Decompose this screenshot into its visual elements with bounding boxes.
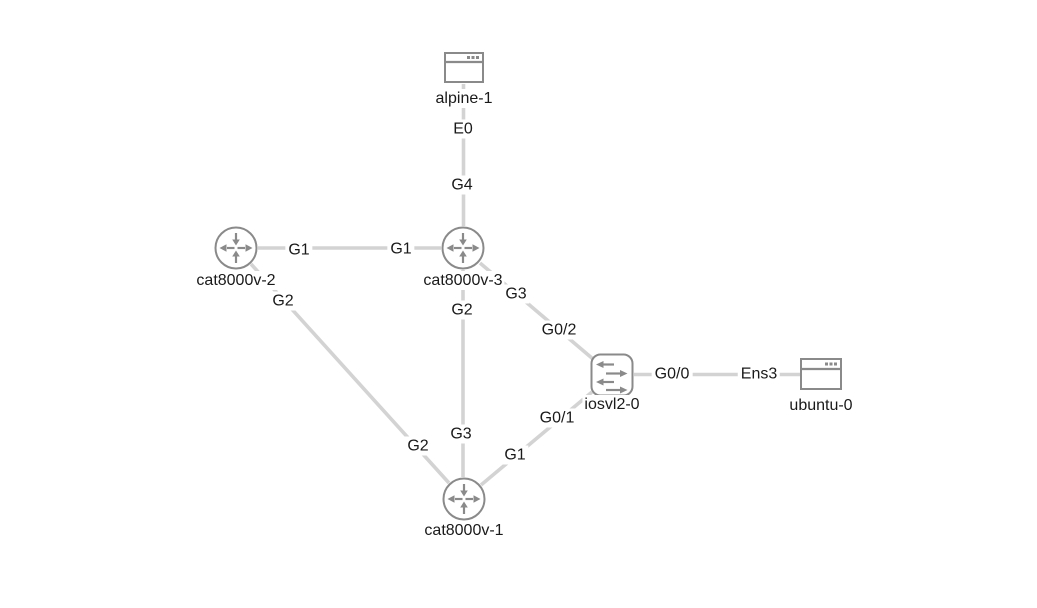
router-icon [441, 226, 485, 270]
node-label-alpine-1: alpine-1 [433, 89, 495, 108]
node-label-iosvl2-0: iosvl2-0 [582, 395, 642, 414]
node-cat8000v-1[interactable]: cat8000v-1 [422, 477, 506, 540]
iface-label-iosvl2-0-G0-1[interactable]: G0/1 [536, 408, 578, 428]
iface-label-alpine-1-E0[interactable]: E0 [450, 119, 476, 139]
iface-label-iosvl2-0-G0-0[interactable]: G0/0 [651, 364, 693, 384]
iface-label-cat8000v-3-G2[interactable]: G2 [448, 300, 476, 320]
router-icon [214, 226, 258, 270]
iface-label-cat8000v-1-G1[interactable]: G1 [501, 445, 529, 465]
iface-label-cat8000v-3-G4[interactable]: G4 [448, 175, 476, 195]
iface-label-cat8000v-2-G1[interactable]: G1 [285, 240, 313, 260]
host-window-icon [444, 52, 484, 83]
link-cat8000v-1-iosvl2-0[interactable] [479, 390, 594, 487]
router-icon [442, 477, 486, 521]
iface-label-cat8000v-3-G3[interactable]: G3 [502, 284, 530, 304]
node-iosvl2-0[interactable]: iosvl2-0 [582, 353, 642, 414]
switch-icon [590, 353, 634, 397]
iface-label-cat8000v-3-G1[interactable]: G1 [387, 239, 415, 259]
host-window-icon [800, 358, 842, 390]
node-ubuntu-0[interactable]: ubuntu-0 [787, 358, 855, 415]
node-alpine-1[interactable]: alpine-1 [433, 52, 495, 108]
iface-label-cat8000v-2-G2[interactable]: G2 [269, 291, 297, 311]
node-cat8000v-3[interactable]: cat8000v-3 [421, 226, 505, 290]
node-cat8000v-2[interactable]: cat8000v-2 [194, 226, 278, 290]
iface-label-cat8000v-1-G2[interactable]: G2 [404, 436, 432, 456]
iface-label-cat8000v-1-G3[interactable]: G3 [447, 424, 475, 444]
node-label-cat8000v-1: cat8000v-1 [422, 521, 506, 540]
iface-label-ubuntu-0-Ens3[interactable]: Ens3 [737, 364, 781, 384]
iface-label-iosvl2-0-G0-2[interactable]: G0/2 [538, 320, 580, 340]
node-label-cat8000v-2: cat8000v-2 [194, 271, 278, 290]
node-label-ubuntu-0: ubuntu-0 [787, 396, 855, 415]
node-label-cat8000v-3: cat8000v-3 [421, 271, 505, 290]
